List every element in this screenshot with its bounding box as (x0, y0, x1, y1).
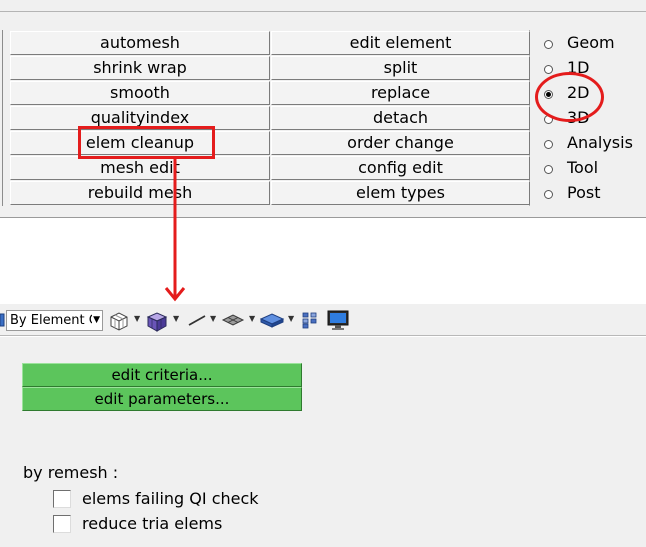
checkbox[interactable] (53, 515, 71, 533)
radio-indicator (544, 65, 553, 74)
chevron-down-icon[interactable]: ▼ (210, 314, 217, 323)
highlight-box (78, 126, 215, 159)
element-mode-icon[interactable] (0, 313, 5, 327)
edit-element-button[interactable]: edit element (271, 31, 530, 55)
chevron-down-icon[interactable]: ▼ (288, 314, 295, 323)
divider (2, 30, 3, 206)
elem-cleanup-button[interactable]: elem cleanup (10, 131, 270, 155)
radio-tool[interactable]: Tool (544, 157, 598, 179)
chevron-down-icon[interactable]: ▼ (249, 314, 256, 323)
config-edit-button[interactable]: config edit (271, 156, 530, 180)
radio-indicator (544, 40, 553, 49)
checkbox[interactable] (53, 490, 71, 508)
node-grid-icon[interactable] (301, 311, 319, 329)
mesh-edit-button[interactable]: mesh edit (10, 156, 270, 180)
monitor-icon[interactable] (327, 310, 349, 331)
plane-mesh-icon[interactable] (221, 311, 245, 329)
radio-geom[interactable]: Geom (544, 32, 615, 54)
arrow-down-icon (164, 158, 186, 302)
radio-label: Geom (567, 33, 615, 52)
reduce-tria-elems-option[interactable]: reduce tria elems (53, 514, 222, 534)
element-color-dropdown[interactable]: By Element C▼ (6, 310, 103, 331)
shaded-plane-icon[interactable] (259, 311, 285, 329)
radio-label: Analysis (567, 133, 633, 152)
detach-button[interactable]: detach (271, 106, 530, 130)
radio-indicator (544, 190, 553, 199)
replace-button[interactable]: replace (271, 81, 530, 105)
divider (0, 11, 646, 12)
elems-failing-qi-check-option[interactable]: elems failing QI check (53, 489, 259, 509)
order-change-button[interactable]: order change (271, 131, 530, 155)
elem-types-button[interactable]: elem types (271, 181, 530, 205)
dropdown-value: By Element C (10, 313, 92, 328)
radio-label: Post (567, 183, 601, 202)
chevron-down-icon[interactable]: ▼ (173, 314, 180, 323)
checkbox-label: reduce tria elems (82, 514, 223, 533)
chevron-down-icon[interactable]: ▼ (134, 314, 141, 323)
line-style-icon[interactable] (187, 311, 207, 329)
split-button[interactable]: split (271, 56, 530, 80)
edit-parameters-button[interactable]: edit parameters... (22, 387, 302, 411)
smooth-button[interactable]: smooth (10, 81, 270, 105)
automesh-button[interactable]: automesh (10, 31, 270, 55)
radio-label: Tool (567, 158, 599, 177)
shaded-cube-icon[interactable] (145, 311, 169, 332)
chevron-down-icon: ▼ (93, 315, 100, 325)
radio-analysis[interactable]: Analysis (544, 132, 633, 154)
view-toolbar: By Element C▼ ▼ ▼ ▼ ▼ ▼ (0, 304, 646, 336)
radio-indicator (544, 140, 553, 149)
rebuild-mesh-button[interactable]: rebuild mesh (10, 181, 270, 205)
checkbox-label: elems failing QI check (82, 489, 259, 508)
radio-indicator (544, 165, 553, 174)
edit-criteria-button[interactable]: edit criteria... (22, 363, 302, 387)
by-remesh-label: by remesh : (23, 463, 119, 482)
radio-post[interactable]: Post (544, 182, 600, 204)
shrink-wrap-button[interactable]: shrink wrap (10, 56, 270, 80)
divider (0, 217, 646, 218)
highlight-circle (535, 72, 604, 122)
wireframe-cube-icon[interactable] (108, 311, 130, 331)
